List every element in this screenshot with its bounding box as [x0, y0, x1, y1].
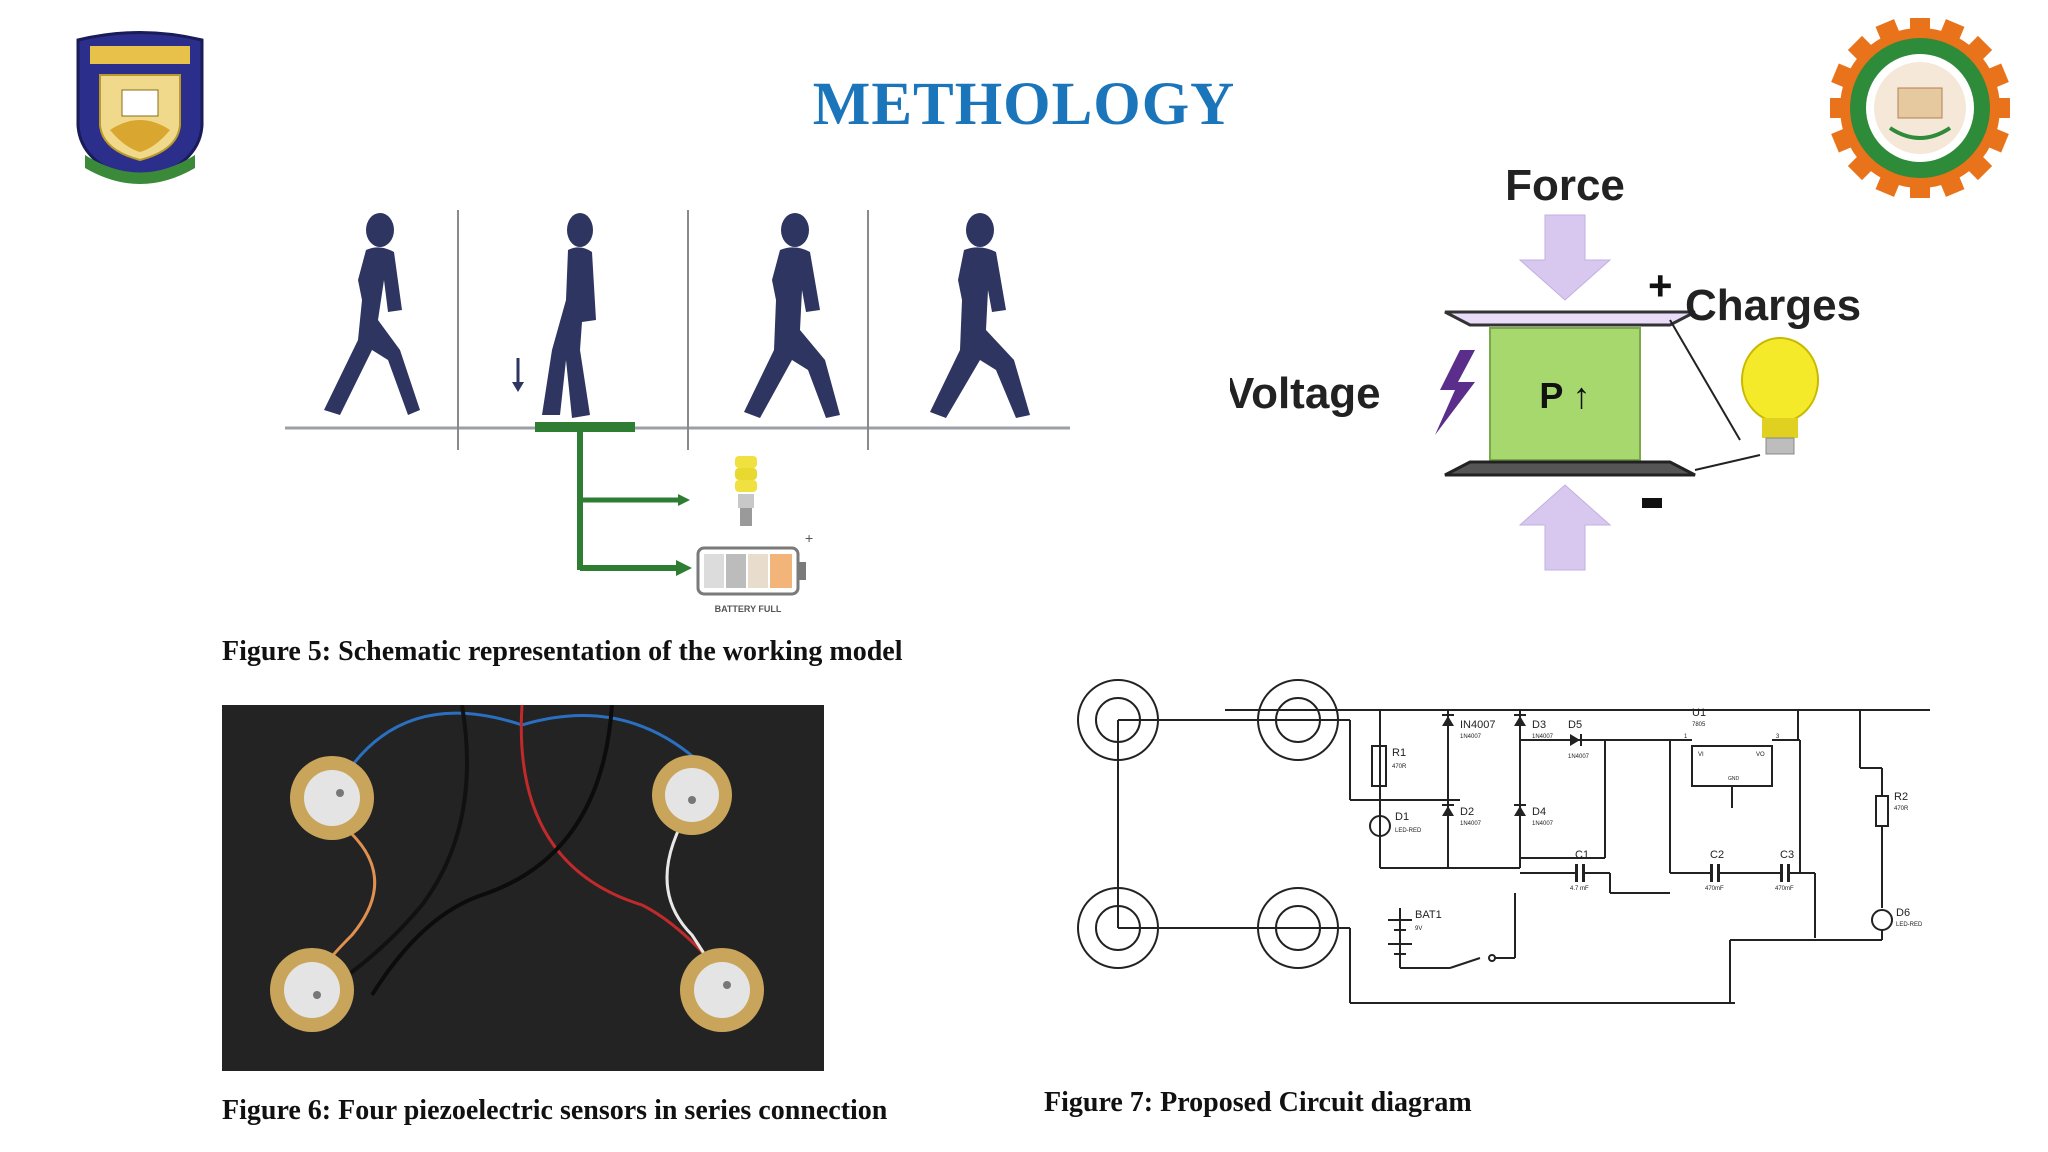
r1-label: R1 — [1392, 747, 1406, 759]
positive-charge-sign: + — [1648, 262, 1673, 309]
svg-text:1N4007: 1N4007 — [1532, 734, 1554, 740]
bottom-electrode — [1444, 460, 1696, 477]
svg-text:1N4007: 1N4007 — [1568, 754, 1590, 760]
d6-label: D6 — [1896, 907, 1910, 919]
walker-figure-1 — [324, 213, 420, 415]
piezo-disc — [290, 756, 374, 840]
battery-full-label: BATTERY FULL — [715, 604, 782, 614]
walker-figure-4 — [930, 213, 1030, 418]
circuit-diagram: R1 470R D1 LED-RED IN4007 1N4007 D2 1N40… — [1077, 679, 1930, 1004]
force-label: Force — [1505, 161, 1625, 210]
d3-label: D3 — [1532, 719, 1546, 731]
svg-text:1N4007: 1N4007 — [1460, 821, 1482, 827]
negative-charge-sign — [1642, 498, 1662, 508]
u1-label: U1 — [1692, 707, 1706, 719]
svg-text:1N4007: 1N4007 — [1460, 734, 1482, 740]
voltage-label: Voltage — [1230, 369, 1381, 418]
svg-text:1N4007: 1N4007 — [1532, 821, 1554, 827]
piezo-sensors-photo — [222, 705, 824, 1071]
svg-text:VO: VO — [1756, 752, 1765, 758]
c2-label: C2 — [1710, 849, 1724, 861]
walker-figure-2 — [542, 213, 596, 418]
university-crest-logo — [76, 31, 204, 184]
svg-text:470R: 470R — [1392, 764, 1407, 770]
figure-7-caption: Figure 7: Proposed Circuit diagram — [1044, 1087, 1472, 1118]
walking-model-schematic: + BATTERY FULL — [285, 210, 1070, 614]
svg-text:LED-RED: LED-RED — [1395, 828, 1422, 834]
piezo-crystal-block — [1489, 327, 1641, 461]
svg-text:470R: 470R — [1894, 806, 1909, 812]
c1-label: C1 — [1575, 849, 1589, 861]
svg-text:9V: 9V — [1415, 926, 1422, 932]
lightning-icon — [1435, 350, 1475, 435]
d5-label: D5 — [1568, 719, 1582, 731]
light-bulb-icon — [1741, 337, 1819, 455]
piezo-disc — [270, 948, 354, 1032]
battery-plus-label: + — [805, 530, 813, 546]
piezo-effect-diagram: Force P ↑ + Charges Voltage — [1230, 161, 1861, 571]
svg-text:1: 1 — [1684, 734, 1688, 740]
force-up-arrow-icon — [1518, 484, 1612, 571]
d2-label: D2 — [1460, 806, 1474, 818]
charges-label: Charges — [1685, 281, 1861, 330]
figure-6-caption: Figure 6: Four piezoelectric sensors in … — [222, 1095, 888, 1126]
c3-label: C3 — [1780, 849, 1794, 861]
piezo-platform — [535, 422, 635, 432]
piezo-disc — [652, 755, 732, 835]
svg-text:470mF: 470mF — [1775, 886, 1794, 892]
svg-text:4.7 mF: 4.7 mF — [1570, 886, 1589, 892]
svg-text:LED-RED: LED-RED — [1896, 922, 1923, 928]
bat1-label: BAT1 — [1415, 909, 1442, 921]
figure-5-caption: Figure 5: Schematic representation of th… — [222, 636, 903, 667]
svg-text:3: 3 — [1776, 734, 1780, 740]
polarization-label: P ↑ — [1539, 375, 1590, 416]
r2-label: R2 — [1894, 791, 1908, 803]
cfl-bulb-icon — [735, 456, 757, 526]
institution-gear-logo — [1830, 18, 2010, 198]
in4007-label: IN4007 — [1460, 719, 1495, 731]
force-down-arrow-icon — [1518, 214, 1612, 301]
d4-label: D4 — [1532, 806, 1546, 818]
top-electrode — [1444, 310, 1696, 327]
battery-full-icon — [696, 546, 806, 596]
d1-label: D1 — [1395, 811, 1409, 823]
piezo-disc — [680, 948, 764, 1032]
svg-text:7805: 7805 — [1692, 722, 1706, 728]
svg-text:GND: GND — [1728, 776, 1740, 782]
svg-text:470mF: 470mF — [1705, 886, 1724, 892]
svg-text:VI: VI — [1698, 752, 1704, 758]
walker-figure-3 — [744, 213, 840, 418]
slide-title: METHOLOGY — [812, 71, 1236, 138]
